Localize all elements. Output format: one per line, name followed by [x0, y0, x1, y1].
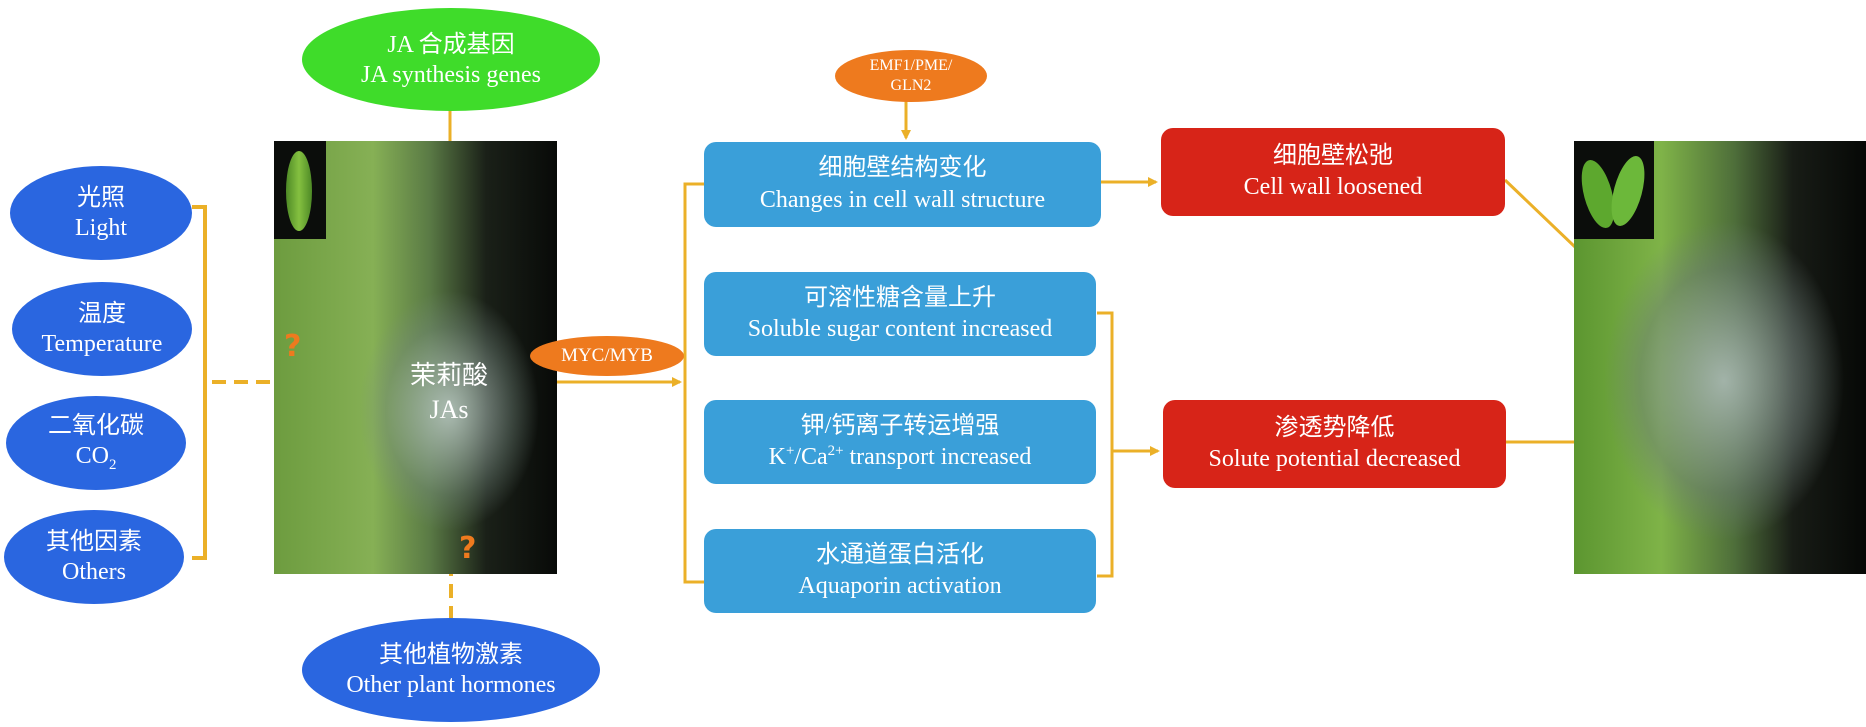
myc-myb-regulator: MYC/MYB: [530, 336, 684, 376]
co2-text: CO: [75, 443, 109, 470]
factor-light: 光照 Light: [10, 166, 192, 260]
process-cell-wall-structure: 细胞壁结构变化 Changes in cell wall structure: [704, 142, 1101, 227]
factor-others-zh: 其他因素: [46, 529, 142, 555]
outcome-solute-zh: 渗透势降低: [1274, 414, 1395, 441]
factor-temperature-zh: 温度: [78, 301, 126, 327]
ion-rest: transport increased: [843, 444, 1032, 470]
outcome-loosened-en: Cell wall loosened: [1243, 174, 1423, 200]
ja-synthesis-zh: JA 合成基因: [387, 31, 515, 58]
factor-co2-en: CO2: [76, 441, 117, 474]
emf-line2: GLN2: [890, 77, 932, 94]
myc-myb-label: MYC/MYB: [561, 345, 653, 367]
process-ion-en: K+/Ca2+ transport increased: [769, 442, 1032, 473]
ja-synthesis-genes: JA 合成基因 JA synthesis genes: [302, 8, 600, 111]
jas-en: JAs: [429, 394, 469, 424]
factor-others: 其他因素 Others: [4, 510, 184, 604]
other-hormones-zh: 其他植物激素: [379, 642, 523, 668]
process-sugar-zh: 可溶性糖含量上升: [804, 284, 996, 311]
ja-synthesis-en: JA synthesis genes: [361, 61, 541, 88]
factor-co2-zh: 二氧化碳: [48, 413, 144, 440]
solute-bracket: [1097, 311, 1114, 578]
emf-pme-gln2: EMF1/PME/ GLN2: [835, 50, 987, 102]
outcome-cell-wall-loosened: 细胞壁松弛 Cell wall loosened: [1161, 128, 1505, 216]
before-micrograph: 茉莉酸 JAs ? ?: [274, 141, 557, 574]
process-cell-wall-en: Changes in cell wall structure: [759, 186, 1046, 213]
ion-ca: /Ca: [794, 444, 828, 470]
processes-bracket: [683, 182, 705, 584]
question-mark-bottom: ?: [459, 531, 477, 566]
question-mark-left: ?: [284, 329, 302, 364]
process-aquaporin: 水通道蛋白活化 Aquaporin activation: [704, 529, 1096, 613]
outcome-loosened-zh: 细胞壁松弛: [1273, 142, 1393, 169]
outcome-solute-potential: 渗透势降低 Solute potential decreased: [1163, 400, 1506, 488]
other-hormones-en: Other plant hormones: [346, 672, 556, 698]
jas-zh: 茉莉酸: [409, 361, 488, 390]
process-soluble-sugar: 可溶性糖含量上升 Soluble sugar content increased: [704, 272, 1096, 356]
process-aquaporin-zh: 水通道蛋白活化: [816, 541, 984, 568]
ion-ca-sup: 2+: [827, 443, 844, 459]
process-aquaporin-en: Aquaporin activation: [798, 573, 1002, 599]
inset-spikelet: [274, 141, 326, 239]
process-sugar-en: Soluble sugar content increased: [747, 316, 1053, 342]
outcome-solute-en: Solute potential decreased: [1208, 446, 1461, 472]
inset-open-floret: [1574, 141, 1654, 239]
co2-subscript: 2: [108, 457, 117, 474]
process-cell-wall-zh: 细胞壁结构变化: [818, 155, 987, 182]
other-plant-hormones: 其他植物激素 Other plant hormones: [302, 618, 600, 722]
emf-line1: EMF1/PME/: [869, 57, 953, 74]
factors-bracket: [192, 205, 207, 560]
after-micrograph: [1574, 141, 1866, 574]
jas-label: 茉莉酸 JAs: [379, 359, 519, 427]
factor-temperature: 温度 Temperature: [12, 282, 192, 376]
factor-light-zh: 光照: [77, 185, 125, 211]
factor-others-en: Others: [62, 559, 126, 585]
factor-co2: 二氧化碳 CO2: [6, 396, 186, 490]
factor-light-en: Light: [75, 215, 127, 241]
process-ion-transport: 钾/钙离子转运增强 K+/Ca2+ transport increased: [704, 400, 1096, 484]
factor-temperature-en: Temperature: [41, 331, 163, 357]
ion-k: K: [768, 444, 786, 470]
process-ion-zh: 钾/钙离子转运增强: [800, 412, 1000, 439]
ion-k-sup: +: [785, 443, 795, 459]
